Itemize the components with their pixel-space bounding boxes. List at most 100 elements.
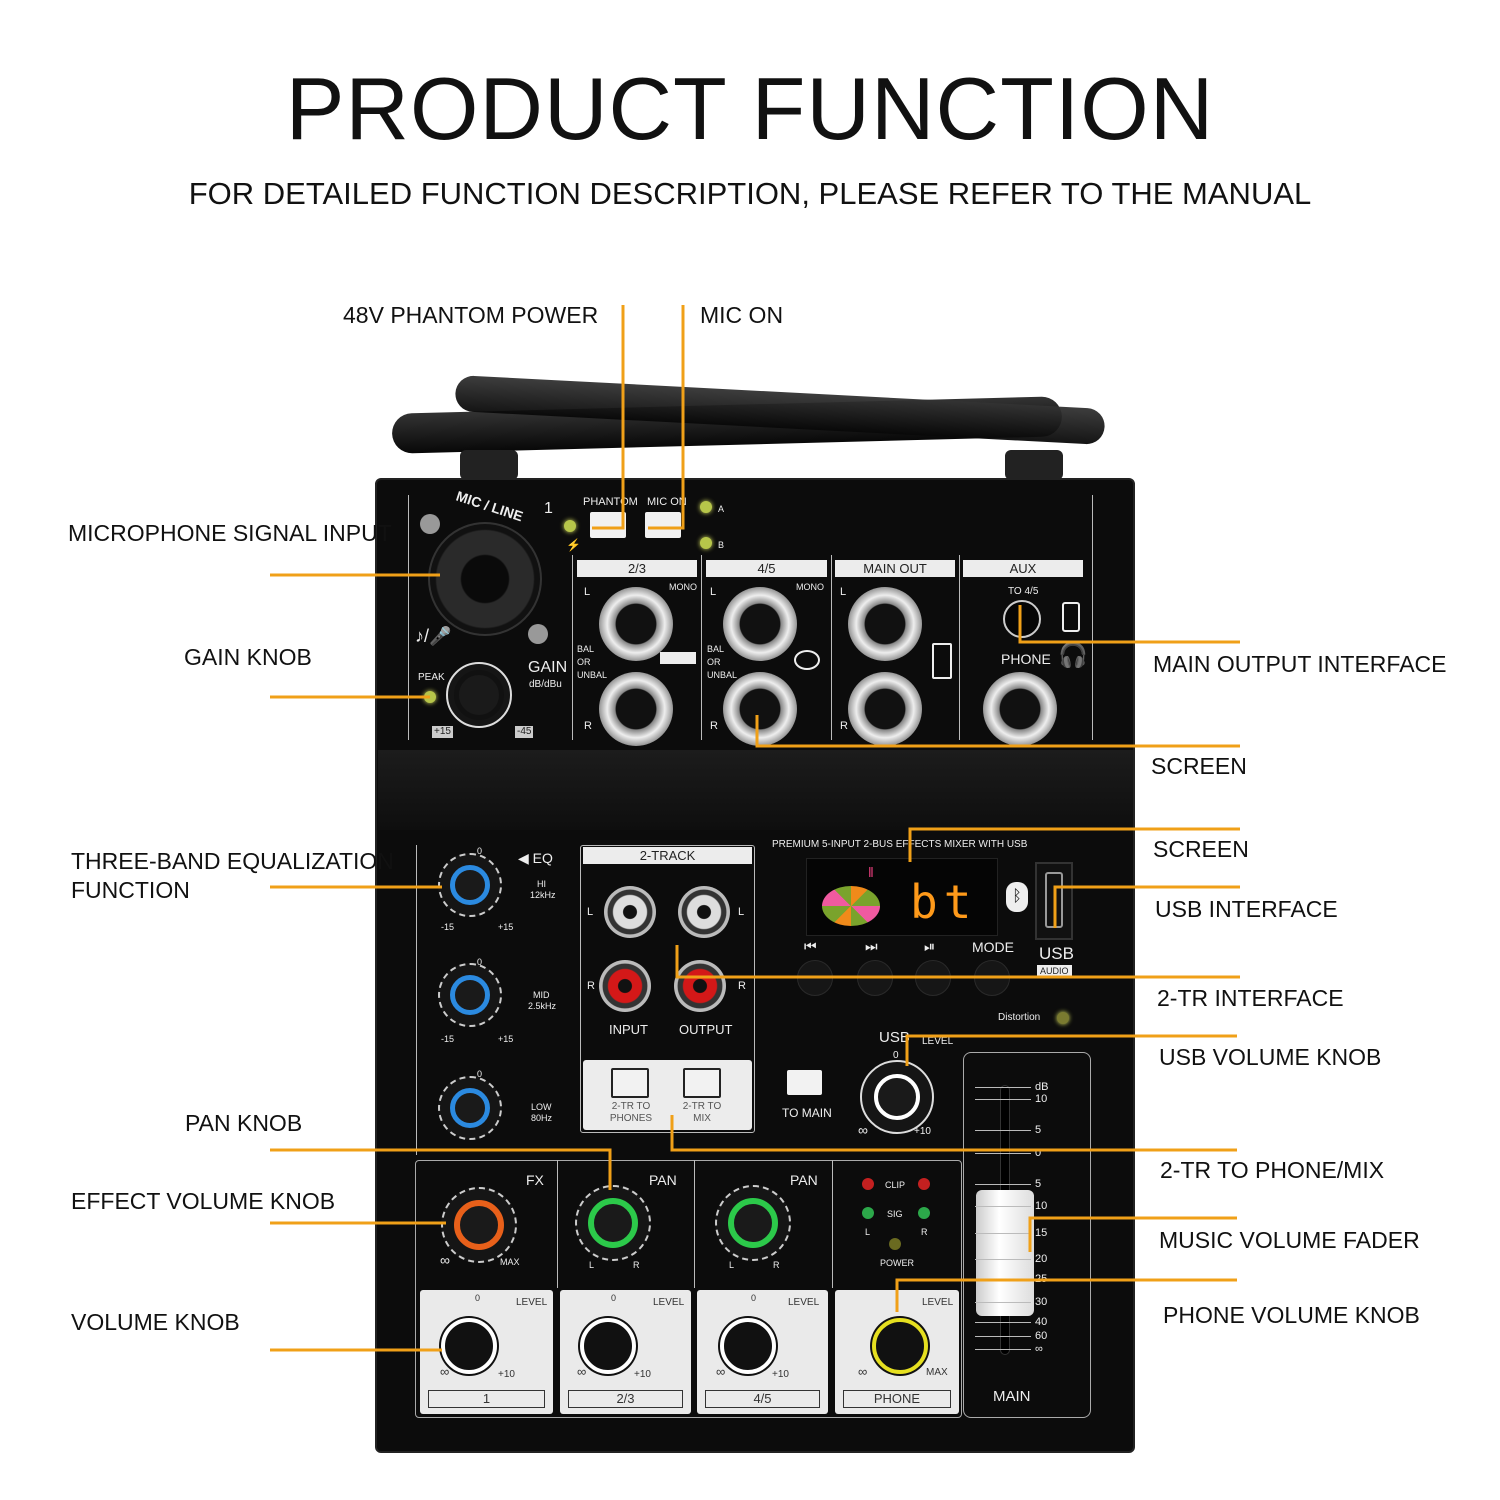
level-knob-4-5[interactable]	[720, 1318, 776, 1374]
eq-label: ◀ EQ	[518, 850, 553, 866]
mode-label: MODE	[972, 939, 1014, 955]
fader-tick	[975, 1153, 1031, 1154]
eq-hi-knob[interactable]	[438, 853, 502, 917]
level-knob-1[interactable]	[441, 1318, 497, 1374]
next-track-button[interactable]	[857, 960, 893, 996]
fader-scale-label: 5	[1035, 1124, 1042, 1136]
page-title: PRODUCT FUNCTION	[285, 59, 1215, 158]
screw-icon	[420, 514, 440, 534]
callout-gain: GAIN KNOB	[184, 644, 312, 670]
sig-label: SIG	[887, 1209, 903, 1219]
peak-label: PEAK	[418, 672, 445, 683]
level-zero-label: 0	[475, 1293, 481, 1303]
strip-label: 2/3	[568, 1390, 683, 1408]
left-label: L	[738, 906, 745, 918]
eq-zero-label: 0	[477, 957, 483, 967]
callout-pan: PAN KNOB	[185, 1110, 303, 1136]
pan-label: PAN	[649, 1172, 677, 1188]
power-led	[889, 1238, 901, 1250]
lightning-icon: ⚡	[566, 538, 581, 552]
phantom-label: PHANTOM	[583, 496, 638, 508]
eq-mid-freq: 2.5kHz	[528, 1001, 557, 1011]
play-pause-button[interactable]	[915, 960, 951, 996]
fader-tick	[975, 1184, 1031, 1185]
phantom-button[interactable]	[590, 512, 626, 538]
jack-main-out-right[interactable]	[848, 672, 922, 746]
clip-label: CLIP	[885, 1180, 906, 1190]
callout-2tr-phone-mix: 2-TR TO PHONE/MIX	[1160, 1157, 1385, 1183]
two-track-section	[580, 845, 755, 1133]
led-a	[700, 501, 712, 513]
mic-on-label: MIC ON	[647, 496, 687, 508]
xlr-combo-jack[interactable]	[428, 522, 542, 636]
tr-to-phones-label: 2-TR TO PHONES	[609, 1101, 653, 1124]
tr-to-mix-button[interactable]	[683, 1068, 721, 1098]
jack-2-3-left[interactable]	[599, 587, 673, 661]
main-volume-fader[interactable]	[976, 1190, 1034, 1316]
jack-4-5-left[interactable]	[723, 587, 797, 661]
section-header-aux: AUX	[963, 560, 1083, 577]
pan-knob-4-5[interactable]	[715, 1185, 791, 1261]
jack-2-3-right[interactable]	[599, 672, 673, 746]
jack-main-out-left[interactable]	[848, 587, 922, 661]
gain-unit-label: dB/dBu	[529, 679, 562, 690]
screw-icon	[528, 624, 548, 644]
prev-track-button[interactable]	[797, 960, 833, 996]
fader-scale-label: 30	[1035, 1296, 1048, 1308]
callout-phone-volume: PHONE VOLUME KNOB	[1163, 1302, 1420, 1328]
peak-led	[424, 691, 436, 703]
usb-volume-knob[interactable]	[860, 1060, 934, 1134]
right-label: R	[840, 720, 848, 732]
callout-fx: EFFECT VOLUME KNOB	[71, 1188, 336, 1214]
phone-volume-knob[interactable]	[872, 1318, 928, 1374]
pan-knob-2-3[interactable]	[575, 1185, 651, 1261]
fx-volume-knob[interactable]	[441, 1187, 517, 1263]
rca-output-left[interactable]	[678, 886, 730, 938]
to-main-button[interactable]	[787, 1070, 822, 1095]
jack-phone[interactable]	[983, 672, 1057, 746]
gain-min-label: +15	[432, 726, 453, 738]
level-zero-label: 0	[611, 1293, 617, 1303]
fx-label: FX	[526, 1172, 544, 1188]
usb-knob-label: USB	[879, 1029, 910, 1046]
eq-max-label: +15	[498, 1034, 514, 1044]
page-subtitle: FOR DETAILED FUNCTION DESCRIPTION, PLEAS…	[188, 176, 1312, 211]
meter-right-label: R	[921, 1227, 928, 1237]
eq-min-label: -15	[441, 1034, 455, 1044]
unbal-label: UNBAL	[707, 670, 738, 680]
rca-input-right[interactable]	[599, 960, 651, 1012]
section-header-2-3: 2/3	[577, 560, 697, 577]
fader-scale-label: 15	[1035, 1227, 1048, 1239]
eq-low-freq: 80Hz	[531, 1113, 553, 1123]
gain-max-label: -45	[515, 726, 534, 738]
keyboard-icon	[660, 652, 696, 664]
fader-scale-label: 20	[1035, 1253, 1048, 1265]
aux-mini-jack[interactable]	[1003, 600, 1041, 638]
fader-scale-label: ∞	[1035, 1343, 1043, 1355]
jack-4-5-right[interactable]	[723, 672, 797, 746]
mono-label: MONO	[669, 582, 697, 592]
play-pause-label: ⏯	[924, 938, 936, 954]
rca-input-left[interactable]	[604, 886, 656, 938]
level-knob-2-3[interactable]	[580, 1318, 636, 1374]
pan-right-label: R	[773, 1260, 780, 1270]
gain-knob[interactable]	[446, 662, 512, 728]
callout-eq-line1: THREE-BAND EQUALIZATION	[71, 848, 394, 874]
led-b	[700, 537, 712, 549]
mic-on-button[interactable]	[645, 512, 681, 538]
mode-button[interactable]	[974, 960, 1010, 996]
rca-output-right[interactable]	[674, 960, 726, 1012]
usb-label: USB	[1039, 944, 1074, 963]
callout-mic-input: MICROPHONE SIGNAL INPUT	[68, 520, 392, 546]
fader-tick	[975, 1279, 1031, 1280]
cd-icon	[794, 650, 820, 670]
tr-to-phones-button[interactable]	[611, 1068, 649, 1098]
pan-left-label: L	[589, 1260, 595, 1270]
left-label: L	[587, 906, 594, 918]
callout-screen-a: SCREEN	[1151, 753, 1247, 779]
eq-low-knob[interactable]	[438, 1076, 502, 1140]
eq-mid-knob[interactable]	[438, 963, 502, 1027]
usb-port[interactable]	[1035, 862, 1073, 940]
fader-tick	[975, 1336, 1031, 1337]
unbal-label: UNBAL	[577, 670, 608, 680]
